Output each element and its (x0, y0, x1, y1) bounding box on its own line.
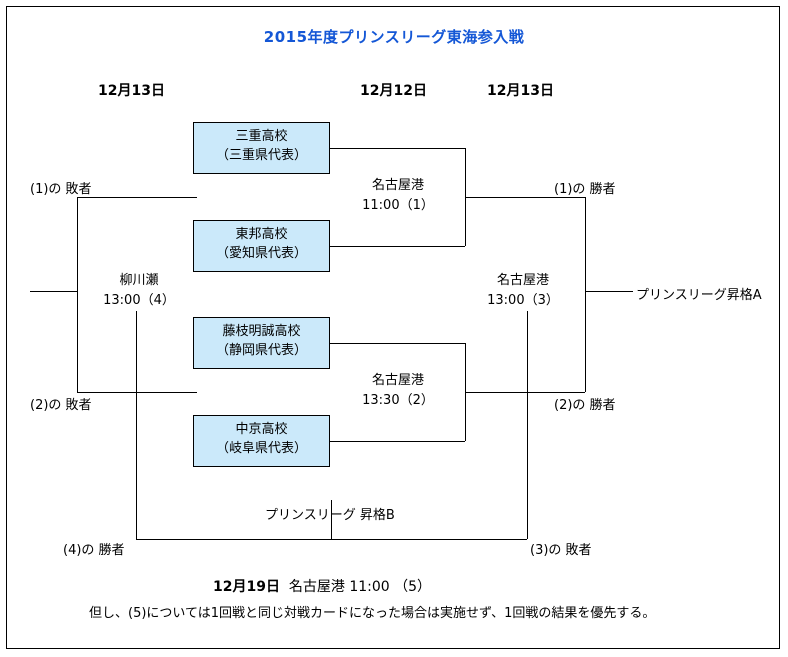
team-region: （岐阜県代表） (215, 440, 307, 456)
connector-loser2-to-match4 (77, 392, 197, 393)
page-border (6, 6, 780, 649)
team-name: 中京高校 (235, 422, 288, 437)
match-time-no: 13:30（2） (332, 391, 464, 411)
match-time-no: 13:00（4） (78, 291, 200, 311)
match-venue: 名古屋港 (496, 273, 549, 288)
match-label-3: 名古屋港 13:00（3） (462, 271, 584, 310)
footer-note: 但し、(5)については1回戦と同じ対戦カードになった場合は実施せず、1回戦の結果… (89, 606, 656, 621)
bracket-vertical-left-5th (136, 311, 137, 539)
team-name: 東邦高校 (235, 227, 288, 242)
team-region: （静岡県代表） (215, 342, 307, 358)
connector-match3-to-promotionA (585, 291, 633, 292)
team-name: 藤枝明誠高校 (222, 324, 301, 339)
connector-match4-output (30, 291, 77, 292)
match-time-no: 13:00（3） (462, 291, 584, 311)
match-no: （2） (399, 392, 434, 408)
label-loser-of-2: (2)の 敗者 (30, 398, 92, 413)
team-box-fujieda[interactable]: 藤枝明誠高校 （静岡県代表） (193, 317, 330, 369)
footer-detail: 名古屋港 11:00 （5） (288, 579, 432, 595)
team-region: （三重県代表） (215, 147, 307, 163)
label-winner-of-1: (1)の 勝者 (554, 182, 616, 197)
connector-toho-to-match1 (330, 246, 465, 247)
connector-chukyo-to-match2 (330, 441, 465, 442)
label-promotion-a: プリンスリーグ昇格A (636, 288, 762, 303)
match-venue: 名古屋港 (371, 178, 424, 193)
team-name: 三重高校 (235, 129, 288, 144)
connector-loser1-to-match4 (77, 197, 197, 198)
match-time: 13:30 (362, 392, 400, 408)
match-no: （3） (524, 292, 559, 308)
date-header-round1: 12月12日 (360, 83, 427, 99)
team-box-mie[interactable]: 三重高校 （三重県代表） (193, 122, 330, 174)
team-box-chukyo[interactable]: 中京高校 （岐阜県代表） (193, 415, 330, 467)
label-loser-of-1: (1)の 敗者 (30, 182, 92, 197)
date-header-round1-left: 12月13日 (98, 83, 165, 99)
bracket-vertical-right-5th (527, 311, 528, 539)
match-label-1: 名古屋港 11:00（1） (332, 176, 464, 215)
team-box-toho[interactable]: 東邦高校 （愛知県代表） (193, 220, 330, 272)
match-label-2: 名古屋港 13:30（2） (332, 371, 464, 410)
match-label-4: 柳川瀬 13:00（4） (78, 271, 200, 310)
match-time-no: 11:00（1） (332, 196, 464, 216)
label-winner-of-4: (4)の 勝者 (63, 543, 125, 558)
footer-detail-spacer (280, 579, 289, 595)
page-title: 2015年度プリンスリーグ東海参入戦 (263, 28, 525, 46)
match-venue: 名古屋港 (371, 373, 424, 388)
label-promotion-b: プリンスリーグ 昇格B (265, 508, 395, 523)
connector-mie-to-match1 (330, 148, 465, 149)
label-winner-of-2: (2)の 勝者 (554, 398, 616, 413)
bracket-vertical-match3 (585, 197, 586, 392)
connector-5th-to-promotionB (331, 500, 332, 539)
label-loser-of-3: (3)の 敗者 (530, 543, 592, 558)
match-no: （4） (140, 292, 175, 308)
connector-5th-place-match (136, 539, 527, 540)
match-venue: 柳川瀬 (119, 273, 159, 288)
date-header-final: 12月13日 (487, 83, 554, 99)
connector-match2-to-final (465, 392, 585, 393)
footer-date: 12月19日 (213, 579, 280, 595)
connector-match1-to-final (465, 197, 585, 198)
connector-fujieda-to-match2 (330, 343, 465, 344)
match-time: 13:00 (487, 292, 525, 308)
match-time: 13:00 (103, 292, 141, 308)
match-no: （1） (399, 197, 434, 213)
team-region: （愛知県代表） (215, 245, 307, 261)
footer-final-match: 12月19日 名古屋港 11:00 （5） (213, 576, 431, 596)
match-time: 11:00 (362, 197, 400, 213)
bracket-vertical-match4 (77, 197, 78, 392)
